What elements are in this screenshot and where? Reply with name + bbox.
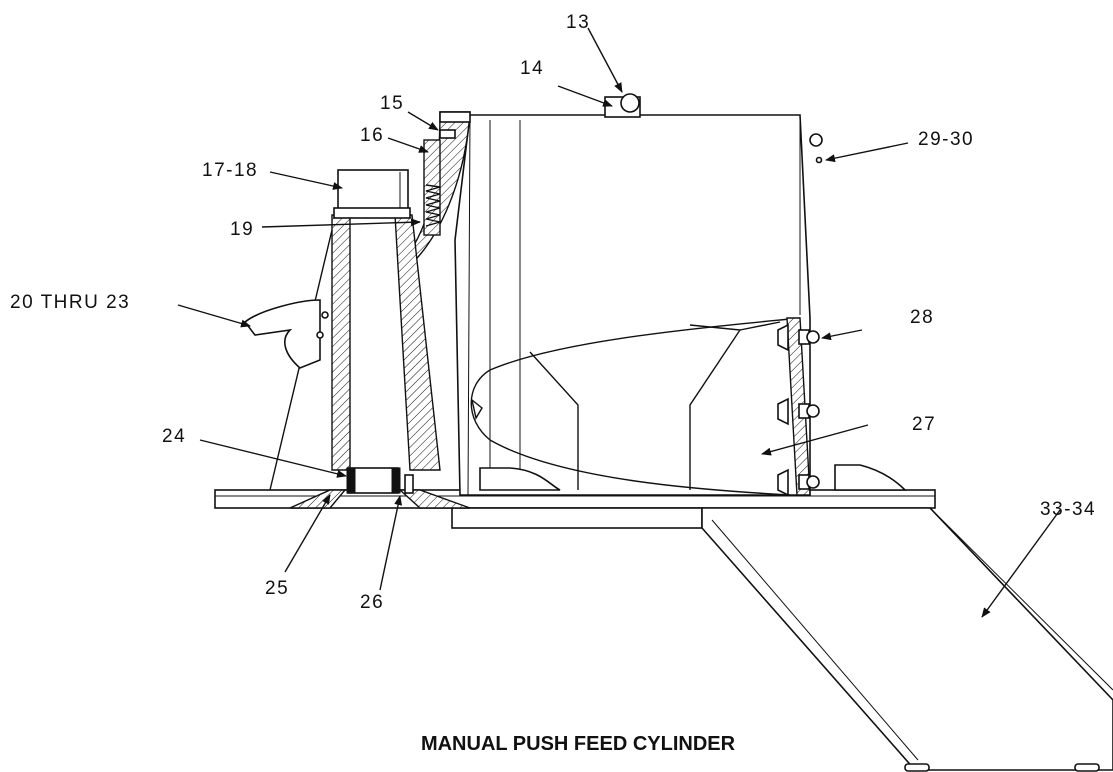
callout-16: 16 (360, 125, 384, 146)
callout-13: 13 (566, 12, 590, 33)
callout-14: 14 (520, 58, 544, 79)
leader-lines (177, 27, 1061, 618)
callout-15: 15 (380, 93, 404, 114)
callout-27: 27 (912, 414, 936, 435)
side-tube (269, 169, 441, 494)
feed-chute (701, 507, 1113, 772)
callout-labels: 13 14 15 16 17-18 19 20 THRU 23 24 25 26… (10, 12, 1096, 613)
callout-24: 24 (162, 426, 186, 447)
callout-25: 25 (265, 578, 289, 599)
callout-20-thru-23: 20 THRU 23 (10, 292, 130, 313)
callout-28: 28 (910, 307, 934, 328)
cylinder-body (454, 114, 907, 497)
callout-26: 26 (360, 592, 384, 613)
callout-17-18: 17-18 (202, 160, 258, 181)
callout-29-30: 29-30 (918, 129, 974, 150)
callout-33-34: 33-34 (1040, 499, 1096, 520)
bolts (777, 323, 820, 497)
callout-19: 19 (230, 219, 254, 240)
diagram-title: MANUAL PUSH FEED CYLINDER (421, 733, 736, 755)
handle-latch (243, 299, 329, 369)
